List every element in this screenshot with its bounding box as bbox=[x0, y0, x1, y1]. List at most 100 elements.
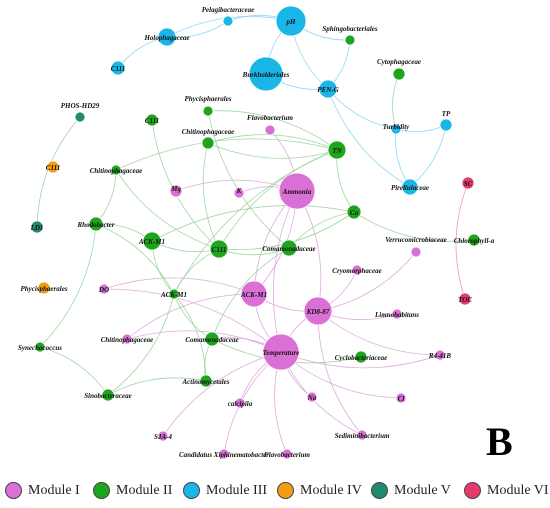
node-circle bbox=[157, 430, 169, 442]
node-label: Candidatus Xiphinematobacter bbox=[179, 451, 269, 459]
node-c111: C111 bbox=[209, 239, 229, 259]
node-toc: TOC bbox=[458, 292, 472, 306]
network-edge bbox=[353, 211, 475, 242]
node-comamonadaceae: Comamonadaceae bbox=[185, 331, 239, 347]
legend-swatch bbox=[183, 482, 200, 499]
node-label: TN bbox=[332, 147, 342, 155]
node-circle bbox=[168, 288, 180, 300]
network-edge bbox=[103, 288, 282, 353]
node-circle bbox=[46, 160, 60, 174]
node-circle bbox=[234, 397, 246, 409]
node-synechococcus: Synechococcus bbox=[18, 341, 62, 353]
node-circle bbox=[351, 264, 363, 276]
node-pen-g: PEN-G bbox=[317, 79, 339, 99]
legend-swatch bbox=[93, 482, 110, 499]
node-label: ACK-M1 bbox=[240, 291, 267, 299]
network-edge bbox=[218, 149, 338, 250]
network-edge bbox=[392, 73, 400, 130]
node-limnohabitans: Limnohabitans bbox=[374, 308, 419, 320]
network-edge bbox=[409, 124, 447, 188]
node-sc: SC bbox=[461, 176, 475, 190]
node-circle bbox=[410, 246, 422, 258]
network-edge bbox=[207, 142, 338, 159]
network-edge bbox=[107, 293, 175, 396]
node-circle bbox=[318, 79, 338, 99]
node-circle bbox=[458, 292, 472, 306]
node-circle bbox=[354, 350, 368, 364]
network-edge bbox=[95, 223, 175, 295]
node-circle bbox=[37, 281, 51, 295]
node-circle bbox=[209, 239, 229, 259]
node-label: Sphingobacteriales bbox=[322, 25, 378, 33]
legend-item-module-v: Module V bbox=[371, 482, 451, 499]
node-circle bbox=[201, 136, 215, 150]
node-circle bbox=[439, 118, 453, 132]
node-ack-m1: ACK-M1 bbox=[240, 280, 268, 308]
node-label: Chitinophagaceae bbox=[101, 336, 154, 344]
node-label: Sinobacteraceae bbox=[84, 392, 131, 400]
node-label: Chitinophagaceae bbox=[90, 167, 143, 175]
network-edge bbox=[273, 190, 298, 353]
node-holophagaceae: Holophagaceae bbox=[143, 27, 190, 47]
node-label: KD8-87 bbox=[306, 308, 330, 316]
node-label: TOC bbox=[458, 296, 472, 304]
node-calcipila: calcipila bbox=[228, 397, 253, 409]
node-sphingobacteriales: Sphingobacteriales bbox=[322, 25, 378, 46]
node-circle bbox=[157, 27, 177, 47]
node-circle bbox=[392, 67, 406, 81]
node-c111: C111 bbox=[145, 113, 159, 127]
legend-swatch bbox=[464, 482, 481, 499]
node-label: Comamonadaceae bbox=[185, 336, 238, 344]
node-label: C111 bbox=[145, 117, 159, 125]
node-c111: C111 bbox=[46, 160, 60, 174]
node-k: K bbox=[233, 187, 245, 199]
node-circle bbox=[461, 176, 475, 190]
node-circle bbox=[275, 5, 307, 37]
legend-item-module-iii: Module III bbox=[183, 482, 267, 499]
node-label: Chitinophagaceae bbox=[182, 128, 235, 136]
legend-swatch bbox=[5, 482, 22, 499]
node-label: Sediminibacterium bbox=[335, 432, 390, 440]
node-circle bbox=[401, 178, 419, 196]
network-edge bbox=[162, 351, 282, 437]
legend-label: Module IV bbox=[300, 482, 362, 498]
network-edge bbox=[207, 110, 290, 249]
node-kd8-87: KD8-87 bbox=[303, 296, 333, 326]
node-circle bbox=[98, 283, 110, 295]
node-circle bbox=[391, 308, 403, 320]
node-label: Phycisphaerales bbox=[20, 285, 67, 293]
node-flavobacterium: Flavobacterium bbox=[264, 448, 310, 460]
network-edge bbox=[126, 330, 282, 353]
node-flavobacterium: Flavobacterium bbox=[247, 114, 293, 136]
node-circle bbox=[169, 184, 183, 198]
legend-label: Module II bbox=[116, 482, 173, 498]
network-edge bbox=[115, 169, 220, 250]
node-label: Chlorophyll-a bbox=[454, 237, 495, 245]
node-temperature: Temperature bbox=[262, 333, 300, 371]
node-circle bbox=[346, 204, 362, 220]
legend-item-module-vi: Module VI bbox=[464, 482, 549, 499]
node-c111: C111 bbox=[110, 60, 126, 76]
legend-label: Module III bbox=[206, 482, 268, 498]
node-label: Cryomorphaceae bbox=[332, 267, 381, 275]
node-circle bbox=[74, 111, 86, 123]
node-label: Ca bbox=[350, 209, 359, 217]
node-mg: Mg bbox=[169, 184, 183, 198]
legend-item-module-iv: Module IV bbox=[277, 482, 362, 499]
node-circle bbox=[327, 140, 347, 160]
node-label: Cyclobacteriaceae bbox=[335, 354, 387, 362]
node-label: C111 bbox=[212, 246, 226, 254]
node-cytophagaceae: Cytophagaceae bbox=[377, 58, 421, 81]
node-cl: Cl bbox=[395, 392, 407, 404]
node-chlorophyll-a: Chlorophyll-a bbox=[454, 233, 495, 247]
node-phos-hd29: PHOS-HD29 bbox=[61, 102, 100, 123]
network-edge bbox=[327, 88, 411, 188]
node-label: ACK-M1 bbox=[138, 238, 165, 246]
legend-item-module-i: Module I bbox=[5, 482, 80, 499]
node-sja-4: SJA-4 bbox=[154, 430, 172, 442]
node-phycisphaerales: Phycisphaerales bbox=[184, 95, 232, 117]
node-label: pH bbox=[286, 18, 297, 26]
node-label: SJA-4 bbox=[154, 433, 172, 441]
node-label: Flavobacterium bbox=[247, 114, 293, 122]
node-ca: Ca bbox=[346, 204, 362, 220]
